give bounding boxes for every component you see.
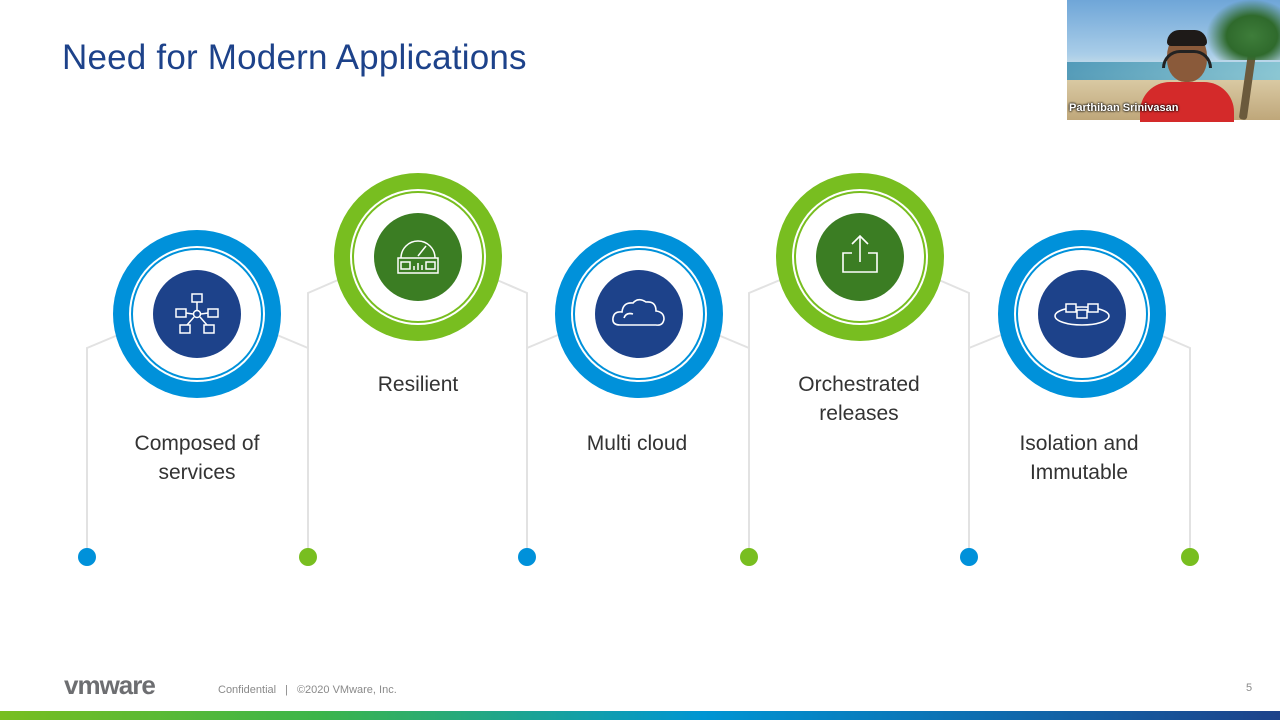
speaker-name-label: Parthiban Srinivasan (1069, 102, 1179, 114)
timeline-dot (518, 548, 536, 566)
connector-line-1 (86, 334, 119, 553)
timeline-dot (1181, 548, 1199, 566)
speedometer-icon (397, 240, 439, 274)
circle-multi-cloud (555, 230, 723, 398)
circle-orchestrated-releases (776, 173, 944, 341)
footer-separator: | (285, 684, 288, 696)
cloud-icon (612, 298, 665, 326)
network-services-icon (175, 293, 219, 334)
item-label-isolation-immutable: Isolation and Immutable (1019, 432, 1139, 484)
circle-isolation-immutable (998, 230, 1166, 398)
timeline-dots (78, 548, 1199, 566)
circle-composed-of-services (113, 230, 281, 398)
connector-line-4 (496, 279, 528, 553)
slide-title: Need for Modern Applications (62, 38, 527, 77)
headset-icon (1162, 50, 1212, 68)
item-label-multi-cloud: Multi cloud (586, 432, 688, 455)
palm-tree-leaves (1207, 0, 1280, 60)
circle-resilient (334, 173, 502, 341)
brand-gradient-bar (0, 711, 1280, 720)
presenter-body (1140, 82, 1234, 122)
connector-line-3 (307, 279, 339, 553)
connector-line-10 (1159, 334, 1191, 553)
item-label-composed-of-services: Composed of services (134, 432, 260, 484)
presenter-hair (1167, 30, 1207, 46)
confidential-label: Confidential (218, 684, 277, 696)
copyright-label: ©2020 VMware, Inc. (296, 684, 397, 696)
connector-line-9 (968, 334, 1002, 553)
connector-line-7 (748, 279, 781, 553)
connector-line-5 (526, 334, 559, 553)
timeline-dot (78, 548, 96, 566)
timeline-dot (299, 548, 317, 566)
isolated-containers-icon (1054, 303, 1110, 326)
upload-icon (842, 234, 878, 273)
timeline-dot (740, 548, 758, 566)
timeline-dot (960, 548, 978, 566)
vmware-logo: vmware (64, 670, 156, 700)
item-label-resilient: Resilient (377, 373, 459, 396)
page-number: 5 (1246, 682, 1253, 694)
connector-lines (86, 279, 1191, 553)
footer-text: Confidential | ©2020 VMware, Inc. (218, 684, 397, 696)
item-label-orchestrated-releases: Orchestrated releases (798, 373, 920, 425)
